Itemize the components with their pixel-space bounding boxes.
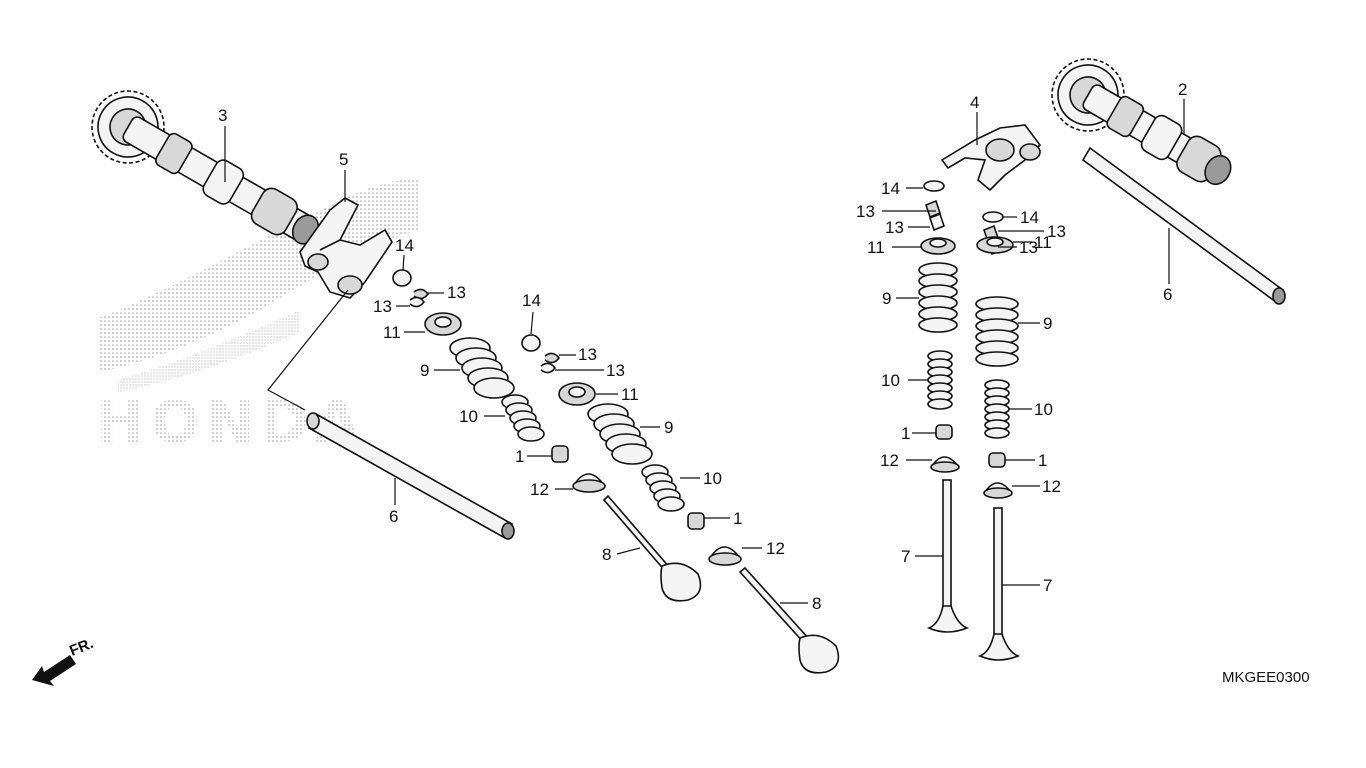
valve-8-a[interactable] bbox=[602, 494, 702, 602]
inner-spring-10-a[interactable] bbox=[501, 394, 545, 442]
rocker-shaft-6-b[interactable] bbox=[1081, 146, 1286, 305]
callout-13[interactable]: 13 bbox=[578, 345, 597, 364]
stem-seal-12-c[interactable] bbox=[930, 456, 960, 473]
callout-14[interactable]: 14 bbox=[395, 236, 414, 255]
callout-13[interactable]: 13 bbox=[856, 202, 875, 221]
callout-11[interactable]: 11 bbox=[1034, 233, 1052, 252]
inner-spring-10-b[interactable] bbox=[641, 464, 685, 512]
valve-7-a[interactable] bbox=[926, 479, 970, 633]
callout-1[interactable]: 1 bbox=[901, 424, 910, 443]
callout-14[interactable]: 14 bbox=[1020, 208, 1039, 227]
callout-12[interactable]: 12 bbox=[530, 480, 549, 499]
callout-1[interactable]: 1 bbox=[515, 447, 524, 466]
valve-shim-14-c[interactable] bbox=[923, 180, 945, 192]
callout-13[interactable]: 13 bbox=[373, 297, 392, 316]
callout-1[interactable]: 1 bbox=[1038, 451, 1047, 470]
diagram-code: MKGEE0300 bbox=[1222, 669, 1310, 686]
callout-11[interactable]: 11 bbox=[867, 238, 885, 257]
valve-shim-14-b[interactable] bbox=[521, 334, 541, 352]
callout-7[interactable]: 7 bbox=[901, 547, 910, 566]
retainer-11-c[interactable] bbox=[920, 237, 956, 255]
callout-4[interactable]: 4 bbox=[970, 93, 979, 112]
callout-13[interactable]: 13 bbox=[1019, 238, 1038, 257]
inner-spring-10-c[interactable] bbox=[927, 350, 953, 410]
outer-spring-9-d[interactable] bbox=[975, 296, 1019, 367]
callout-10[interactable]: 10 bbox=[459, 407, 478, 426]
valve-shim-14-d[interactable] bbox=[982, 211, 1004, 223]
leader-lines bbox=[224, 99, 1185, 604]
camshaft-3[interactable] bbox=[79, 78, 334, 267]
callout-3[interactable]: 3 bbox=[218, 106, 227, 125]
retainer-11-a[interactable] bbox=[424, 312, 462, 336]
callout-12[interactable]: 12 bbox=[880, 451, 899, 470]
spring-seat-1-c[interactable] bbox=[935, 424, 953, 440]
cotter-13-a[interactable] bbox=[409, 288, 430, 308]
callout-11[interactable]: 11 bbox=[621, 385, 639, 404]
callout-12[interactable]: 12 bbox=[1042, 477, 1061, 496]
spring-seat-1-a[interactable] bbox=[551, 445, 569, 463]
callout-13[interactable]: 13 bbox=[1047, 222, 1066, 241]
spring-seat-1-b[interactable] bbox=[687, 512, 705, 530]
callout-6[interactable]: 6 bbox=[389, 507, 398, 526]
callout-5[interactable]: 5 bbox=[339, 150, 348, 169]
callout-8[interactable]: 8 bbox=[812, 594, 821, 613]
stem-seal-12-d[interactable] bbox=[983, 482, 1013, 499]
callout-9[interactable]: 9 bbox=[664, 418, 673, 437]
rocker-shaft-6-a[interactable] bbox=[306, 412, 515, 540]
callout-7[interactable]: 7 bbox=[1043, 576, 1052, 595]
inner-spring-10-d[interactable] bbox=[984, 379, 1010, 439]
rocker-arm-4[interactable] bbox=[940, 124, 1042, 192]
valve-shim-14-a[interactable] bbox=[392, 269, 412, 287]
retainer-11-d[interactable] bbox=[976, 236, 1014, 254]
valve-7-b[interactable] bbox=[977, 507, 1021, 661]
callout-10[interactable]: 10 bbox=[881, 371, 900, 390]
camshaft-2[interactable] bbox=[1039, 46, 1246, 207]
cotter-13-e[interactable] bbox=[925, 199, 945, 232]
callout-9[interactable]: 9 bbox=[882, 289, 891, 308]
retainer-11-b[interactable] bbox=[558, 382, 596, 406]
callout-13[interactable]: 13 bbox=[885, 218, 904, 237]
callout-6[interactable]: 6 bbox=[1163, 285, 1172, 304]
callout-14[interactable]: 14 bbox=[881, 179, 900, 198]
callout-labels: 3 5 14 13 13 11 9 10 1 12 6 8 14 13 13 1… bbox=[218, 80, 1187, 613]
outer-spring-9-a[interactable] bbox=[449, 337, 515, 399]
front-direction-indicator: FR. bbox=[32, 635, 96, 686]
callout-12[interactable]: 12 bbox=[766, 539, 785, 558]
stem-seal-12-a[interactable] bbox=[572, 473, 606, 493]
callout-13[interactable]: 13 bbox=[447, 283, 466, 302]
spring-seat-1-d[interactable] bbox=[988, 452, 1006, 468]
callout-10[interactable]: 10 bbox=[703, 469, 722, 488]
rocker-arm-5[interactable] bbox=[299, 197, 393, 299]
front-arrow-icon bbox=[32, 655, 76, 686]
callout-9[interactable]: 9 bbox=[420, 361, 429, 380]
callout-8[interactable]: 8 bbox=[602, 545, 611, 564]
callout-13[interactable]: 13 bbox=[606, 361, 625, 380]
front-label: FR. bbox=[67, 635, 96, 660]
outer-spring-9-c[interactable] bbox=[918, 262, 958, 333]
valve-8-b[interactable] bbox=[738, 566, 840, 674]
callout-2[interactable]: 2 bbox=[1178, 80, 1187, 99]
outer-spring-9-b[interactable] bbox=[587, 403, 653, 465]
callout-10[interactable]: 10 bbox=[1034, 400, 1053, 419]
callout-1[interactable]: 1 bbox=[733, 509, 742, 528]
callout-9[interactable]: 9 bbox=[1043, 314, 1052, 333]
callout-11[interactable]: 11 bbox=[383, 323, 401, 342]
callout-14[interactable]: 14 bbox=[522, 291, 541, 310]
cotter-13-c[interactable] bbox=[540, 352, 561, 374]
stem-seal-12-b[interactable] bbox=[708, 546, 742, 566]
